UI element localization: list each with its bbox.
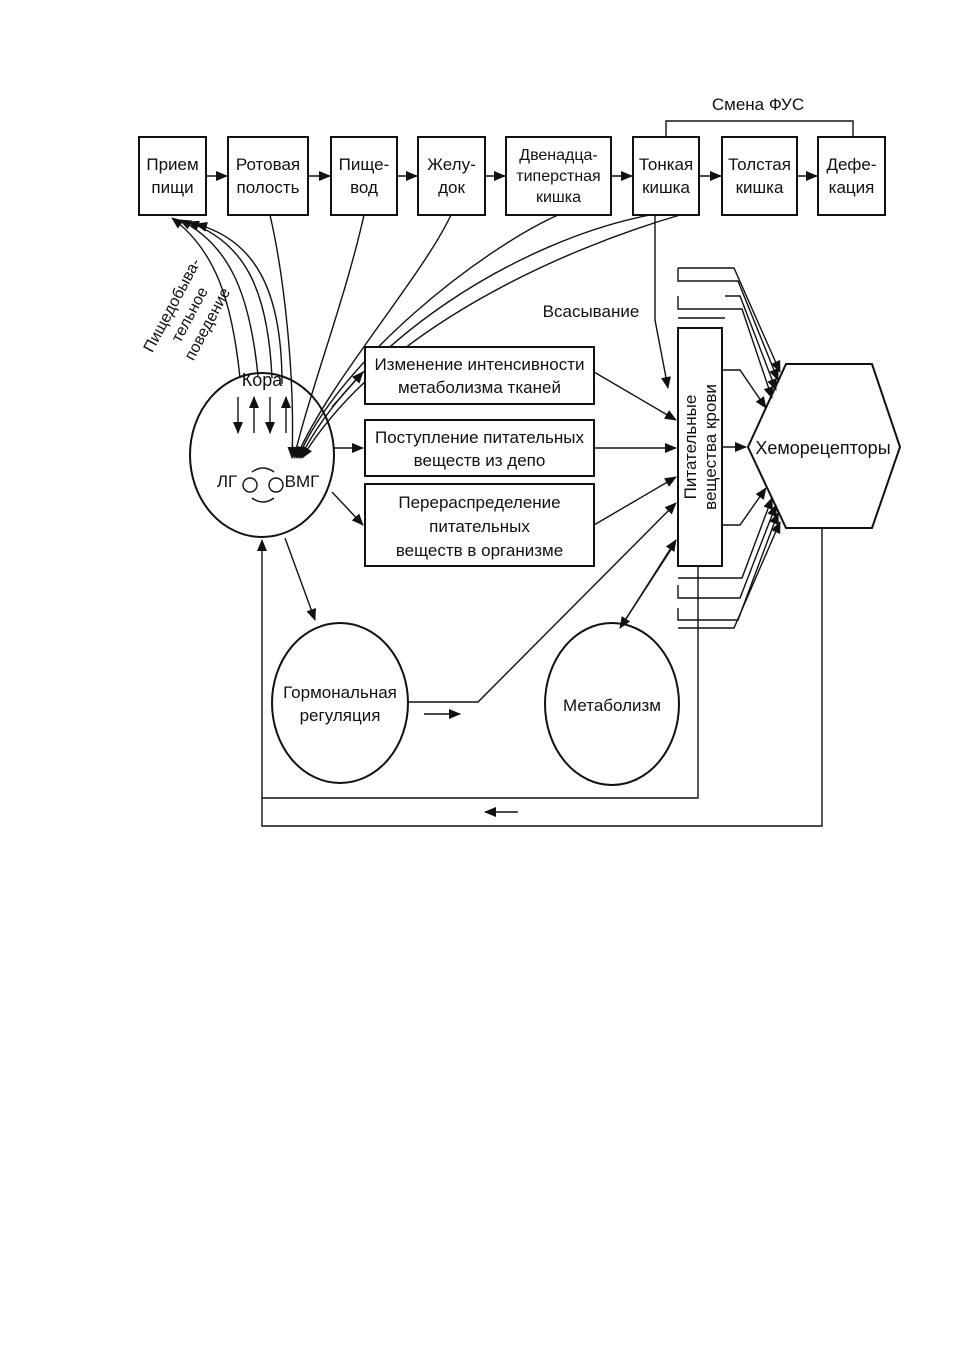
hormonal-circle <box>271 622 409 784</box>
cortex-label: Кора <box>242 370 284 390</box>
absorption-label: Всасывание <box>543 302 640 321</box>
chain-label: Прием <box>146 155 198 174</box>
fus-change-bracket: Смена ФУС <box>665 95 854 137</box>
effect-label: Изменение интенсивности <box>374 355 584 374</box>
chain-label: Дефе- <box>826 155 876 174</box>
food-seeking-behavior: Пищедобыва- тельное поведение <box>141 256 234 363</box>
brain-center: Кора ЛГ ВМГ <box>189 370 335 538</box>
metabolism-circle <box>544 622 680 786</box>
chain-label: док <box>438 178 465 197</box>
chemoreceptors: Хеморецепторы <box>720 267 902 629</box>
vmg-label: ВМГ <box>285 472 320 491</box>
hormonal-label: регуляция <box>300 706 381 725</box>
blood-nutrients-label: вещества крови <box>701 384 720 510</box>
chain-label: кишка <box>736 178 784 197</box>
chain-box-defecation <box>817 136 886 216</box>
blood-nutrients: Питательные вещества крови <box>677 267 725 629</box>
absorption-arrow <box>654 215 671 389</box>
chain-box-oral-cavity <box>227 136 309 216</box>
effect-label: питательных <box>429 517 530 536</box>
digestive-chain: Прием пищи Ротовая полость Пище- вод Жел… <box>138 136 886 216</box>
metabolism: Метаболизм <box>544 539 680 786</box>
chain-label: Толстая <box>728 155 791 174</box>
chain-box-esophagus <box>330 136 398 216</box>
metabolism-label: Метаболизм <box>563 696 661 715</box>
chain-label: полость <box>237 178 300 197</box>
hormonal-label: Гормональная <box>283 683 397 702</box>
afferent-arrows <box>269 214 681 459</box>
chain-label: Ротовая <box>236 155 300 174</box>
feedback-loops <box>257 528 823 827</box>
chain-label: вод <box>350 178 378 197</box>
effect-box-redistribution <box>364 483 595 567</box>
fus-change-label: Смена ФУС <box>712 95 804 114</box>
chemoreceptors-label: Хеморецепторы <box>755 438 890 458</box>
chemoreceptors-hexagon <box>746 363 902 529</box>
blood-nutrients-box <box>677 327 723 567</box>
effect-label: метаболизма тканей <box>398 378 561 397</box>
hormonal-regulation: Гормональная регуляция <box>271 502 677 784</box>
chain-label: кация <box>829 178 875 197</box>
chain-box-large-intestine <box>721 136 798 216</box>
effect-label: Перераспределение <box>398 493 560 512</box>
chain-label: кишка <box>642 178 690 197</box>
chain-label: пищи <box>151 178 193 197</box>
chain-box-food-intake <box>138 136 207 216</box>
effect-box-tissue-metabolism <box>364 346 595 405</box>
chain-label: типерстная <box>516 168 600 185</box>
chain-label: Тонкая <box>639 155 693 174</box>
chain-label: кишка <box>536 189 581 206</box>
chain-box-duodenum <box>505 136 612 216</box>
chain-box-stomach <box>417 136 486 216</box>
chain-box-small-intestine <box>632 136 700 216</box>
effect-label: Поступление питательных <box>375 428 585 447</box>
chain-label: Желу- <box>427 155 475 174</box>
effector-boxes: Изменение интенсивности метаболизма ткан… <box>331 346 677 567</box>
effect-label: веществ в организме <box>396 541 563 560</box>
chain-label: Двенадца- <box>519 147 598 164</box>
effect-label: веществ из депо <box>414 451 546 470</box>
brain-circle <box>189 372 335 538</box>
chain-label: Пище- <box>339 155 390 174</box>
blood-nutrients-label: Питательные <box>681 395 700 500</box>
behavior-arrows <box>171 217 283 385</box>
lg-label: ЛГ <box>217 472 237 491</box>
